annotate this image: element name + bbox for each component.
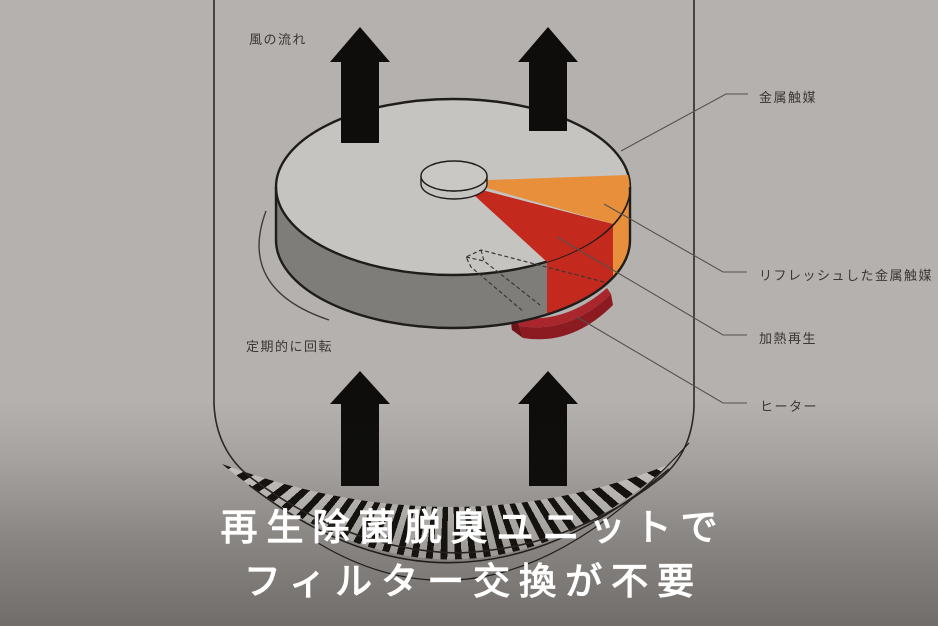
up-arrow-bottom-right xyxy=(518,371,578,486)
disc-side-red-regeneration xyxy=(547,224,613,315)
leader-heater xyxy=(576,316,747,404)
disc-side-gray xyxy=(275,187,547,329)
airflow-arrows xyxy=(330,27,578,486)
label-heat-regeneration: 加熱再生 xyxy=(759,328,817,347)
leader-refreshed-catalyst xyxy=(603,203,747,273)
label-heater: ヒーター xyxy=(760,396,818,415)
leader-lines xyxy=(556,93,748,404)
up-arrow-top-left xyxy=(330,27,390,143)
leader-heat-regeneration xyxy=(556,236,747,336)
disc-silhouette-outline xyxy=(274,187,632,330)
red-sector-heat-regeneration xyxy=(463,185,613,262)
label-rotation: 定期的に回転 xyxy=(246,336,333,355)
dashed-segment-wedge xyxy=(465,249,605,313)
orange-sector-refreshed-catalyst xyxy=(462,175,630,224)
caption-line-2: フィルター交換が不要 xyxy=(243,561,704,602)
hub-top xyxy=(420,160,488,192)
caption-line-1: 再生除菌脱臭ユニットで xyxy=(220,507,727,548)
disc-side-orange-catalyst xyxy=(613,187,630,277)
fan-bowl-arc-inner xyxy=(317,442,690,581)
leader-metal-catalyst xyxy=(620,93,748,152)
up-arrow-top-right xyxy=(518,27,578,131)
label-metal-catalyst: 金属触媒 xyxy=(759,87,817,106)
label-airflow: 風の流れ xyxy=(249,29,307,48)
heater-front-face xyxy=(519,294,613,340)
heater-top-face xyxy=(515,288,611,328)
up-arrow-bottom-left xyxy=(330,371,390,486)
appliance-body-outline xyxy=(213,0,695,554)
rotation-arc xyxy=(258,210,330,321)
fan-bowl-arc-outer xyxy=(248,468,670,564)
label-refreshed-metal-catalyst: リフレッシュした金属触媒 xyxy=(759,265,933,284)
